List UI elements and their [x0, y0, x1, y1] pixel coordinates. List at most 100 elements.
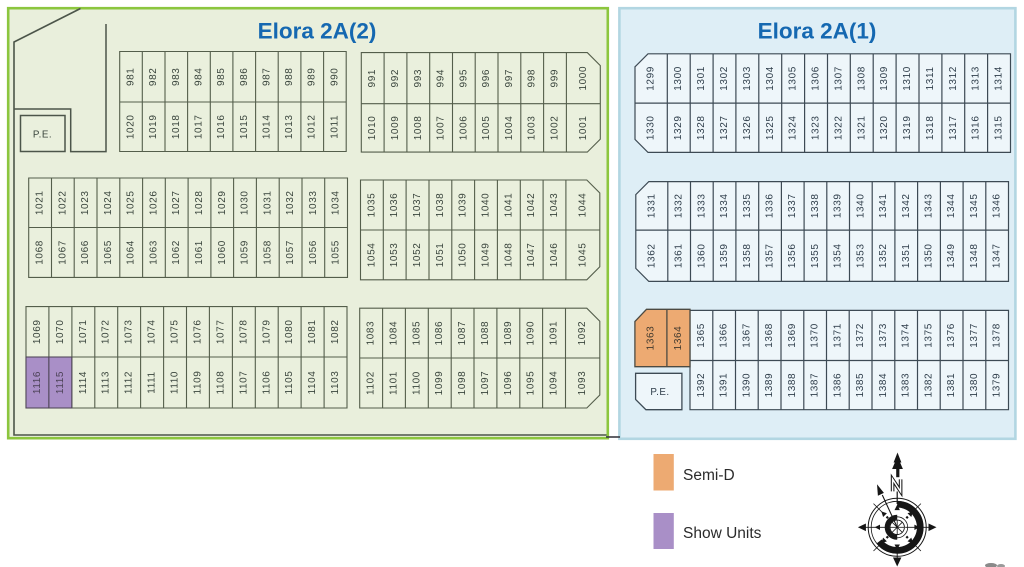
svg-text:1059: 1059 [240, 240, 251, 265]
svg-text:1080: 1080 [284, 319, 295, 344]
svg-text:992: 992 [390, 69, 401, 88]
svg-text:1072: 1072 [101, 319, 112, 344]
svg-text:1111: 1111 [147, 371, 158, 393]
svg-text:1035: 1035 [366, 193, 377, 218]
svg-text:1044: 1044 [577, 193, 588, 218]
svg-text:1322: 1322 [833, 115, 844, 140]
svg-text:1371: 1371 [832, 323, 843, 348]
svg-text:991: 991 [367, 69, 378, 88]
svg-text:1038: 1038 [435, 193, 446, 218]
svg-text:1069: 1069 [32, 319, 43, 344]
svg-text:1364: 1364 [673, 326, 684, 351]
svg-text:1311: 1311 [925, 66, 936, 90]
svg-text:999: 999 [550, 69, 561, 88]
svg-text:1009: 1009 [390, 116, 401, 141]
svg-text:1323: 1323 [811, 115, 822, 140]
svg-text:1012: 1012 [307, 114, 318, 139]
svg-text:1065: 1065 [103, 240, 114, 265]
svg-text:989: 989 [307, 68, 318, 87]
svg-text:1358: 1358 [742, 243, 753, 268]
svg-text:1022: 1022 [57, 190, 68, 215]
svg-text:1092: 1092 [577, 321, 588, 346]
svg-text:1030: 1030 [240, 190, 251, 215]
svg-text:1350: 1350 [924, 243, 935, 268]
svg-text:1031: 1031 [262, 190, 273, 215]
svg-text:986: 986 [239, 68, 250, 87]
svg-text:1315: 1315 [994, 115, 1005, 140]
svg-text:1299: 1299 [646, 66, 657, 91]
svg-text:1011: 1011 [329, 115, 340, 139]
svg-text:1336: 1336 [765, 193, 776, 218]
svg-text:1101: 1101 [389, 371, 400, 395]
svg-text:1108: 1108 [215, 371, 226, 395]
svg-text:1052: 1052 [412, 243, 423, 268]
svg-text:1386: 1386 [832, 373, 843, 398]
svg-text:1046: 1046 [549, 243, 560, 268]
svg-text:1359: 1359 [719, 243, 730, 268]
svg-text:984: 984 [194, 68, 205, 87]
svg-text:1388: 1388 [787, 373, 798, 398]
svg-text:1383: 1383 [901, 373, 912, 398]
svg-text:998: 998 [527, 69, 538, 88]
svg-text:1083: 1083 [366, 321, 377, 346]
svg-text:1093: 1093 [577, 371, 588, 396]
svg-text:1096: 1096 [503, 371, 514, 396]
svg-text:1368: 1368 [764, 323, 775, 348]
svg-text:1004: 1004 [504, 116, 515, 141]
svg-text:1340: 1340 [855, 193, 866, 218]
svg-text:1039: 1039 [458, 193, 469, 218]
svg-text:1317: 1317 [948, 115, 959, 140]
svg-text:1351: 1351 [901, 243, 912, 268]
svg-text:1378: 1378 [992, 323, 1003, 348]
svg-text:1104: 1104 [307, 371, 318, 395]
svg-text:1352: 1352 [878, 243, 889, 268]
svg-text:1370: 1370 [810, 323, 821, 348]
svg-text:1018: 1018 [171, 114, 182, 139]
svg-text:1389: 1389 [764, 373, 775, 398]
svg-text:1001: 1001 [578, 116, 589, 141]
svg-text:1324: 1324 [788, 115, 799, 140]
svg-text:1106: 1106 [261, 371, 272, 395]
svg-text:1366: 1366 [719, 323, 730, 348]
svg-text:1356: 1356 [787, 243, 798, 268]
svg-text:1064: 1064 [126, 240, 137, 265]
svg-text:1053: 1053 [389, 243, 400, 268]
svg-text:1067: 1067 [57, 240, 68, 265]
svg-text:1334: 1334 [719, 193, 730, 218]
svg-text:1061: 1061 [194, 240, 205, 265]
svg-text:1343: 1343 [924, 193, 935, 218]
svg-text:1095: 1095 [526, 371, 537, 396]
svg-text:1346: 1346 [992, 193, 1003, 218]
svg-text:1348: 1348 [969, 243, 980, 268]
svg-text:1355: 1355 [810, 243, 821, 268]
svg-text:1087: 1087 [457, 321, 468, 346]
svg-text:1042: 1042 [526, 193, 537, 218]
svg-text:1374: 1374 [901, 323, 912, 348]
svg-text:1381: 1381 [946, 373, 957, 398]
svg-text:1006: 1006 [458, 116, 469, 141]
svg-text:1079: 1079 [261, 319, 272, 344]
svg-text:1029: 1029 [217, 190, 228, 215]
svg-text:1349: 1349 [946, 243, 957, 268]
svg-text:1048: 1048 [503, 243, 514, 268]
svg-text:1086: 1086 [434, 321, 445, 346]
svg-text:990: 990 [329, 68, 340, 87]
svg-text:1066: 1066 [80, 240, 91, 265]
svg-text:1056: 1056 [308, 240, 319, 265]
svg-text:1319: 1319 [902, 115, 913, 140]
svg-text:1074: 1074 [147, 319, 158, 344]
svg-text:1043: 1043 [549, 193, 560, 218]
svg-text:1007: 1007 [436, 116, 447, 141]
svg-text:1071: 1071 [78, 319, 89, 344]
svg-text:1390: 1390 [741, 373, 752, 398]
svg-text:1054: 1054 [366, 243, 377, 268]
svg-text:1017: 1017 [194, 114, 205, 139]
svg-text:1088: 1088 [480, 321, 491, 346]
svg-text:1115: 1115 [55, 371, 66, 394]
svg-text:1110: 1110 [170, 371, 181, 394]
svg-text:995: 995 [458, 69, 469, 88]
svg-text:1339: 1339 [833, 193, 844, 218]
svg-text:1015: 1015 [239, 114, 250, 139]
svg-text:1014: 1014 [261, 114, 272, 139]
svg-text:987: 987 [261, 68, 272, 87]
